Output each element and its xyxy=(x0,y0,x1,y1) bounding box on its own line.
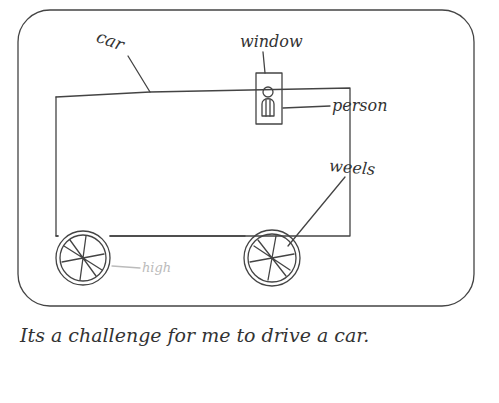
part-label: person xyxy=(332,98,388,114)
part-label: car xyxy=(94,28,126,53)
car-body-bottom xyxy=(56,235,58,236)
person-figure xyxy=(262,87,274,116)
car-body xyxy=(56,88,350,236)
handwritten-caption: Its a challenge for me to drive a car. xyxy=(20,326,369,345)
leader-line xyxy=(288,177,345,246)
part-label: window xyxy=(240,34,303,50)
part-label: high xyxy=(142,261,171,274)
car-body-side xyxy=(56,97,58,236)
outer-frame xyxy=(18,10,474,306)
leader-line xyxy=(283,106,330,108)
car-body-bottom-mid xyxy=(110,235,245,236)
wheel-left xyxy=(56,231,110,285)
wheel-right xyxy=(244,230,300,286)
leader-line xyxy=(263,52,265,73)
leader-line xyxy=(128,56,150,92)
window-rect xyxy=(256,73,282,124)
faint-leader-line xyxy=(112,266,140,268)
part-label: weels xyxy=(329,158,376,178)
